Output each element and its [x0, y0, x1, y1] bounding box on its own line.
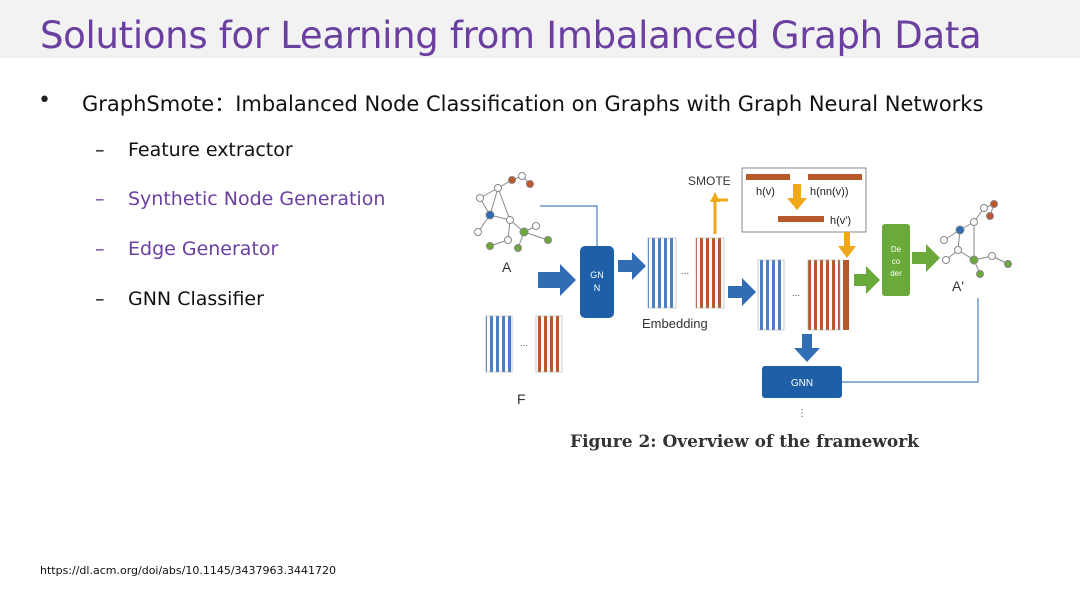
- subitem-gnn-classifier: – GNN Classifier: [95, 288, 264, 310]
- ellipsis-text: ...: [792, 288, 800, 299]
- arrow-right-icon: [854, 266, 880, 294]
- arrow-right-icon: [728, 278, 756, 306]
- slide-title: Solutions for Learning from Imbalanced G…: [40, 14, 982, 57]
- subitem-label: Feature extractor: [128, 139, 293, 161]
- label-hvprime: h(v'): [830, 215, 851, 227]
- decoder-block: [882, 224, 910, 296]
- augmented-matrix-brown: [807, 259, 841, 331]
- vdots-text: ⋮: [797, 408, 807, 419]
- bullet-marker: •: [38, 88, 51, 113]
- dash-marker: –: [95, 288, 105, 310]
- arrow-down-icon: [787, 184, 807, 210]
- subitem-label: Synthetic Node Generation: [128, 188, 386, 210]
- subitem-label: Edge Generator: [128, 238, 279, 260]
- arrow-right-icon: [538, 264, 576, 296]
- gnn-classifier-block: [762, 366, 842, 398]
- label-gnn-classifier: GNN: [791, 378, 813, 389]
- label-smote: SMOTE: [688, 174, 731, 188]
- label-hnnv: h(nn(v)): [810, 186, 849, 198]
- dash-marker: –: [95, 188, 105, 210]
- gnn-block-label-2: N: [594, 283, 601, 293]
- label-embedding: Embedding: [642, 316, 708, 331]
- figure-caption: Figure 2: Overview of the framework: [570, 432, 919, 452]
- feedback-line: [842, 298, 979, 383]
- dash-marker: –: [95, 139, 105, 161]
- decoder-label-1: De: [891, 245, 902, 254]
- feature-matrix-blue: [485, 315, 513, 373]
- label-f: F: [517, 391, 526, 407]
- embedding-matrix-brown: [695, 237, 725, 309]
- smote-arrow-icon: [713, 198, 728, 234]
- input-graph-nodes: [474, 172, 552, 252]
- embedding-matrix-blue: [647, 237, 677, 309]
- framework-diagram: A GN N ... F ... Embedding SMOTE h(v) h(…: [474, 167, 1012, 419]
- main-bullet-text: GraphSmote：Imbalanced Node Classificatio…: [82, 92, 984, 116]
- synthetic-node-column: [843, 260, 849, 330]
- footer-url: https://dl.acm.org/doi/abs/10.1145/34379…: [40, 564, 337, 577]
- gnn-block-label-1: GN: [590, 270, 604, 280]
- gnn-block: [580, 246, 614, 318]
- hv-bar: [746, 174, 790, 180]
- label-hv: h(v): [756, 186, 775, 198]
- subitem-feature-extractor: – Feature extractor: [95, 139, 293, 161]
- label-a-prime: A': [952, 278, 964, 294]
- decoder-label-2: co: [892, 257, 901, 266]
- subitem-label: GNN Classifier: [128, 288, 264, 310]
- decoder-label-3: der: [890, 269, 902, 278]
- connector-line: [540, 205, 598, 246]
- hvprime-bar: [778, 216, 824, 222]
- feature-matrix-brown: [535, 315, 563, 373]
- label-a: A: [502, 259, 512, 275]
- augmented-matrix-blue: [757, 259, 785, 331]
- arrow-down-icon: [838, 232, 856, 258]
- output-graph-nodes: [940, 200, 1012, 278]
- hnnv-bar: [808, 174, 862, 180]
- subitem-edge-generator: – Edge Generator: [95, 238, 278, 260]
- ellipsis-text: ...: [520, 338, 528, 349]
- title-bar: [0, 0, 1080, 58]
- arrow-down-icon: [794, 334, 820, 362]
- subitem-synthetic-node-generation: – Synthetic Node Generation: [95, 188, 385, 210]
- arrow-right-icon: [618, 252, 646, 280]
- dash-marker: –: [95, 238, 105, 260]
- ellipsis-text: ...: [681, 266, 689, 277]
- arrow-right-icon: [912, 244, 940, 272]
